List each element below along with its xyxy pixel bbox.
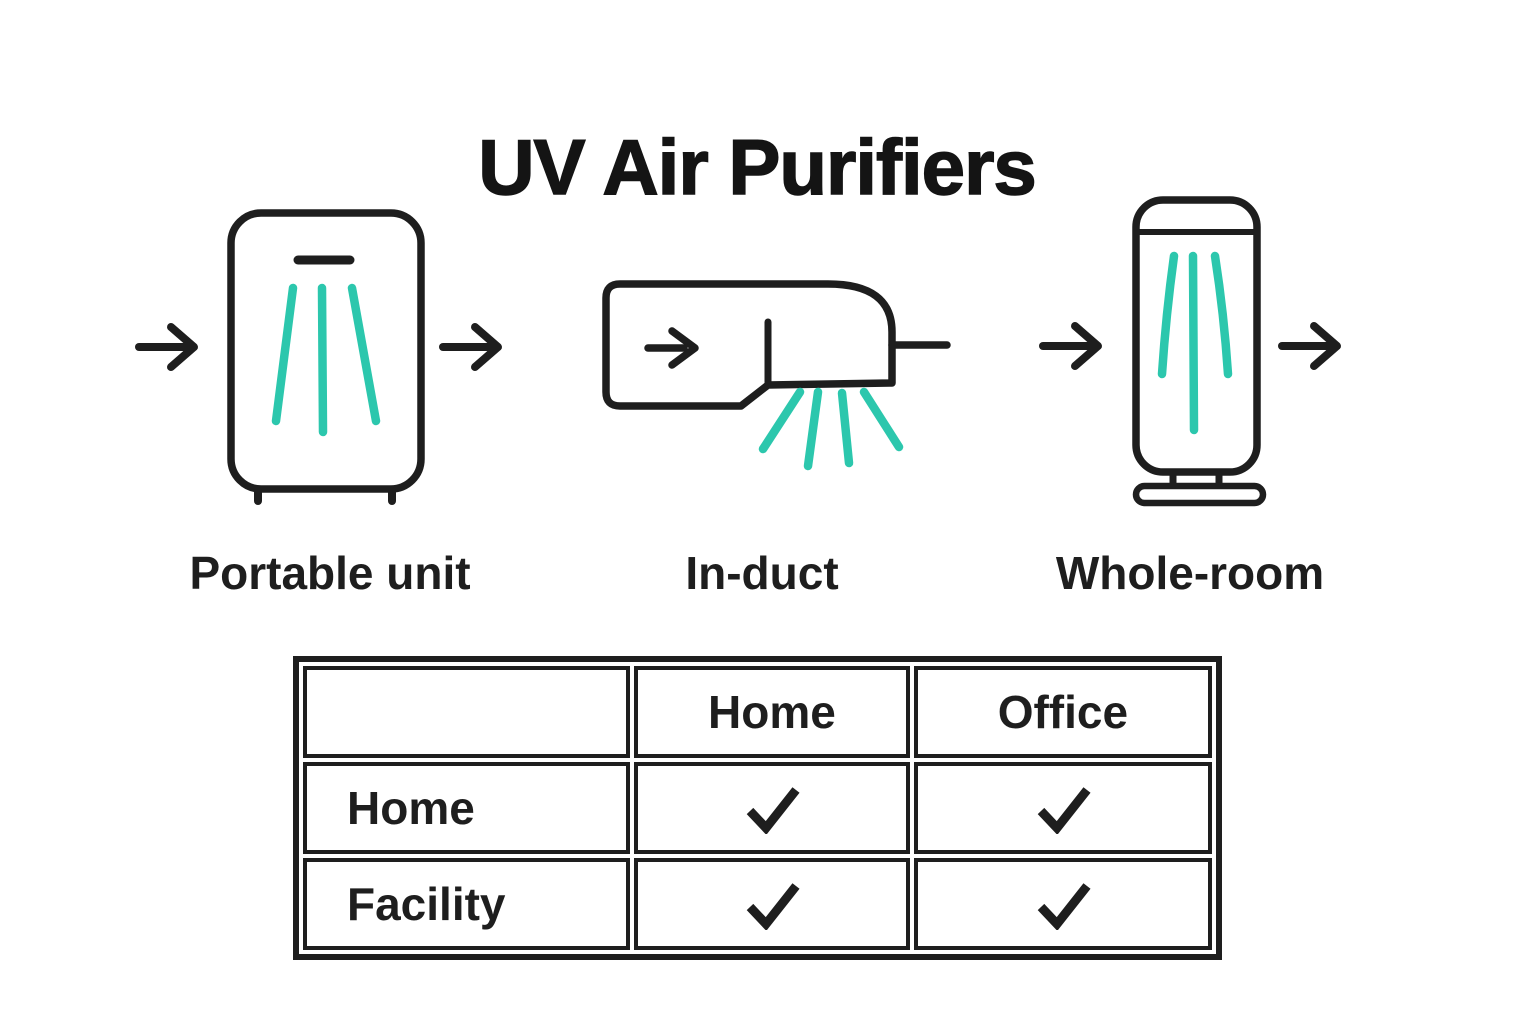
cell-facility-home [634,858,910,950]
check-icon [1037,883,1091,930]
flow-arrow-icon [1278,322,1341,370]
in-duct-icon [602,280,951,471]
table-corner-cell [303,666,631,758]
column-header-office: Office [913,666,1212,758]
column-header-home: Home [634,666,910,758]
check-icon [1037,787,1091,834]
row-header-facility: Facility [303,858,631,950]
whole-room-label: Whole-room [1055,547,1325,599]
comparison-table: Home Office Home Facility [293,656,1222,960]
portable-unit-label: Portable unit [189,547,471,599]
cell-facility-office [913,858,1212,950]
whole-room-icon [1132,196,1267,507]
page-title: UV Air Purifiers [477,123,1037,213]
table-header-row: Home Office [303,666,1212,758]
cell-home-office [913,762,1212,854]
flow-arrow-icon [439,323,502,371]
row-header-home: Home [303,762,631,854]
flow-arrow-icon [135,323,198,371]
check-icon [746,883,800,930]
table-row: Facility [303,858,1212,950]
in-duct-label: In-duct [685,547,839,599]
table-row: Home [303,762,1212,854]
check-icon [746,787,800,834]
portable-unit-icon [227,209,425,505]
cell-home-home [634,762,910,854]
flow-arrow-icon [1039,322,1102,370]
